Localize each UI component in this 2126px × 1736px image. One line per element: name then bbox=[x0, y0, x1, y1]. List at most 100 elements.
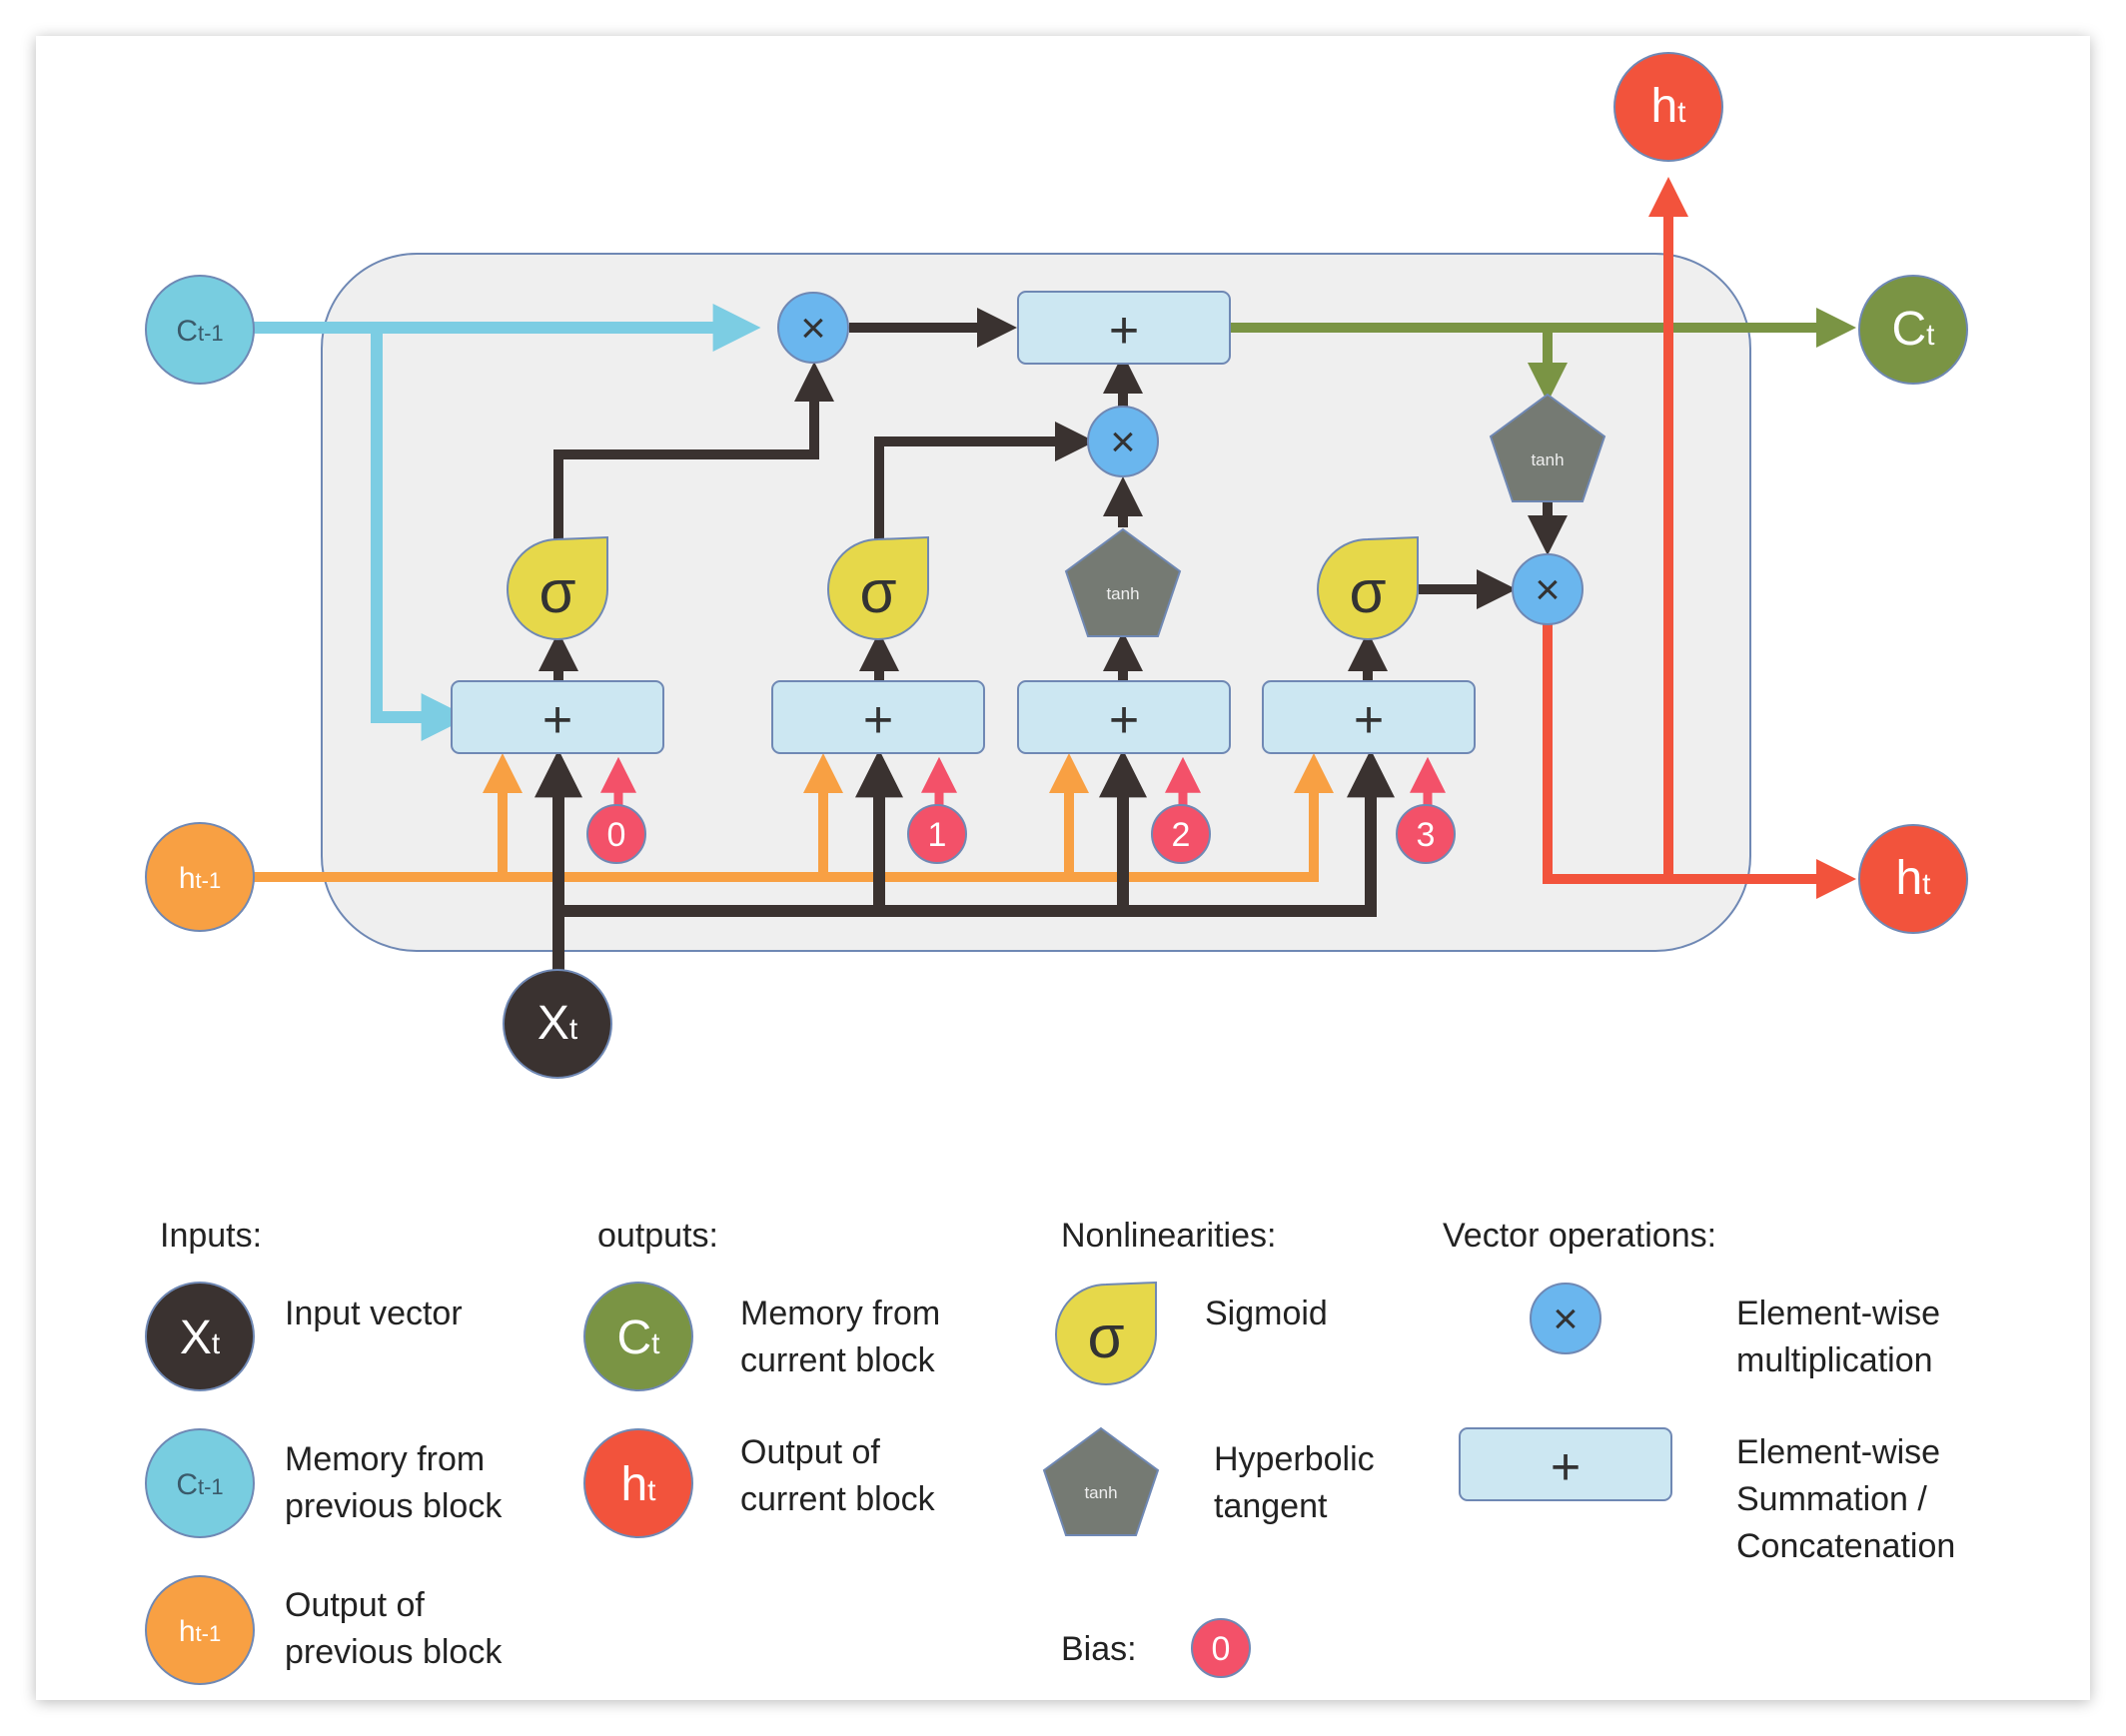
gate-sum-boxes: + + + + + bbox=[451, 291, 1476, 754]
node-x: Xt bbox=[503, 969, 612, 1079]
svg-text:0: 0 bbox=[1212, 1630, 1231, 1668]
svg-text:×: × bbox=[1110, 418, 1136, 466]
svg-text:σ: σ bbox=[1087, 1303, 1124, 1370]
mult-forget: × bbox=[777, 292, 849, 364]
svg-text:current block: current block bbox=[740, 1341, 936, 1379]
legend-bias: Bias: 0 bbox=[1061, 1618, 1251, 1678]
svg-text:3: 3 bbox=[1417, 816, 1436, 854]
node-h-top: ht bbox=[1613, 52, 1723, 162]
svg-text:Bias:: Bias: bbox=[1061, 1630, 1137, 1668]
legend-heading-vector-ops: Vector operations: bbox=[1443, 1217, 1716, 1255]
svg-text:Output of: Output of bbox=[740, 1433, 880, 1471]
svg-text:Ct: Ct bbox=[1891, 303, 1935, 356]
sum-box-output: + bbox=[1262, 680, 1476, 754]
svg-text:2: 2 bbox=[1172, 816, 1191, 854]
legend-h: ht Output of current block bbox=[583, 1428, 936, 1538]
svg-text:Concatenation: Concatenation bbox=[1736, 1527, 1955, 1565]
svg-text:σ: σ bbox=[538, 558, 575, 625]
legend-heading-inputs: Inputs: bbox=[160, 1217, 262, 1255]
legend-tanh: tanh Hyperbolic tangent bbox=[1042, 1426, 1375, 1536]
sum-box-forget: + bbox=[451, 680, 664, 754]
bias-0: 0 bbox=[586, 804, 646, 864]
svg-text:Ct: Ct bbox=[616, 1311, 660, 1364]
cell-state-output-lines bbox=[1231, 308, 1856, 403]
svg-text:Xt: Xt bbox=[537, 997, 578, 1050]
sigmoid-input: σ bbox=[827, 535, 929, 640]
svg-text:Hyperbolic: Hyperbolic bbox=[1214, 1440, 1375, 1478]
legend-sigmoid: σ Sigmoid bbox=[1055, 1281, 1328, 1385]
svg-text:tanh: tanh bbox=[1531, 450, 1564, 469]
node-c: Ct bbox=[1858, 275, 1968, 385]
svg-text:+: + bbox=[1551, 1438, 1581, 1496]
svg-text:Ct-1: Ct-1 bbox=[176, 1468, 223, 1501]
svg-text:+: + bbox=[1109, 302, 1139, 360]
legend-sum: + Element-wise Summation / Concatenation bbox=[1459, 1427, 1955, 1565]
legend-heading-outputs: outputs: bbox=[597, 1217, 718, 1255]
legend-c-prev: Ct-1 Memory from previous block bbox=[145, 1428, 503, 1538]
svg-text:+: + bbox=[1354, 691, 1384, 749]
sum-box-input: + bbox=[771, 680, 985, 754]
mult-output: × bbox=[1512, 553, 1584, 625]
node-c-prev: Ct-1 bbox=[145, 275, 255, 385]
svg-text:×: × bbox=[1535, 565, 1561, 614]
svg-text:×: × bbox=[1553, 1295, 1579, 1343]
tanh-cell: tanh bbox=[1489, 393, 1606, 502]
svg-text:Input vector: Input vector bbox=[285, 1295, 463, 1332]
sigmoid-gates: σ σ σ bbox=[507, 535, 1419, 640]
node-h-prev: ht-1 bbox=[145, 822, 255, 932]
bias-3: 3 bbox=[1396, 804, 1456, 864]
hidden-state-input-lines bbox=[250, 753, 1334, 882]
svg-text:tangent: tangent bbox=[1214, 1487, 1328, 1525]
svg-text:+: + bbox=[542, 691, 572, 749]
sum-box-cell-update: + bbox=[1017, 291, 1231, 365]
svg-text:Output of: Output of bbox=[285, 1586, 425, 1624]
svg-text:0: 0 bbox=[607, 816, 626, 854]
svg-text:multiplication: multiplication bbox=[1736, 1341, 1933, 1379]
node-h-right: ht bbox=[1858, 824, 1968, 934]
legend-heading-nonlinearities: Nonlinearities: bbox=[1061, 1217, 1276, 1255]
svg-text:1: 1 bbox=[928, 816, 947, 854]
legend-h-prev: ht-1 Output of previous block bbox=[145, 1575, 503, 1685]
svg-text:tanh: tanh bbox=[1084, 1483, 1117, 1502]
svg-text:+: + bbox=[1109, 691, 1139, 749]
svg-text:σ: σ bbox=[859, 558, 896, 625]
legend-c: Ct Memory from current block bbox=[583, 1282, 940, 1391]
gate-flow-lines bbox=[538, 308, 1568, 682]
input-vector-lines bbox=[534, 749, 1395, 974]
svg-text:ht-1: ht-1 bbox=[179, 1615, 221, 1648]
bias-1: 1 bbox=[907, 804, 967, 864]
svg-text:Sigmoid: Sigmoid bbox=[1205, 1295, 1328, 1332]
sigmoid-forget: σ bbox=[507, 535, 608, 640]
bias-nodes: 0 1 2 3 bbox=[586, 804, 1456, 864]
svg-text:ht: ht bbox=[1650, 80, 1686, 133]
svg-text:Memory from: Memory from bbox=[740, 1295, 940, 1332]
tanh-candidate: tanh bbox=[1064, 527, 1182, 637]
hidden-state-output-lines bbox=[1543, 177, 1856, 899]
legend-mult: × Element-wise multiplication bbox=[1530, 1283, 1940, 1379]
svg-text:ht: ht bbox=[1895, 852, 1931, 905]
svg-text:ht-1: ht-1 bbox=[179, 862, 221, 895]
svg-text:Summation /: Summation / bbox=[1736, 1480, 1927, 1518]
svg-text:ht: ht bbox=[620, 1458, 656, 1511]
bias-2: 2 bbox=[1151, 804, 1211, 864]
svg-text:×: × bbox=[800, 304, 826, 353]
legend-x: Xt Input vector bbox=[145, 1282, 463, 1391]
mult-nodes: × × × bbox=[777, 292, 1584, 625]
svg-text:+: + bbox=[863, 691, 893, 749]
legend: Inputs: outputs: Nonlinearities: Vector … bbox=[145, 1217, 1955, 1685]
sigmoid-output: σ bbox=[1317, 535, 1419, 640]
cell-state-input-lines bbox=[250, 304, 761, 741]
svg-text:previous block: previous block bbox=[285, 1633, 503, 1671]
svg-text:Element-wise: Element-wise bbox=[1736, 1295, 1940, 1332]
svg-text:previous block: previous block bbox=[285, 1487, 503, 1525]
svg-text:σ: σ bbox=[1349, 558, 1386, 625]
mult-input: × bbox=[1087, 406, 1159, 477]
svg-text:current block: current block bbox=[740, 1480, 936, 1518]
bias-arrows bbox=[600, 756, 1446, 809]
svg-text:tanh: tanh bbox=[1106, 584, 1139, 603]
sum-box-candidate: + bbox=[1017, 680, 1231, 754]
svg-text:Memory from: Memory from bbox=[285, 1440, 485, 1478]
svg-text:Ct-1: Ct-1 bbox=[176, 315, 223, 348]
svg-text:Element-wise: Element-wise bbox=[1736, 1433, 1940, 1471]
